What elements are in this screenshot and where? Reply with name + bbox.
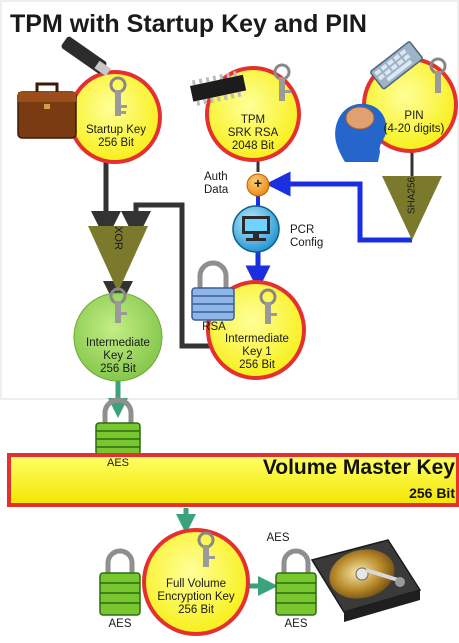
- aes-disk-label: AES: [266, 532, 290, 544]
- tpm-line2: SRK RSA: [227, 127, 279, 139]
- key-icon-fvek: [197, 531, 215, 567]
- pcr-line2: Config: [290, 237, 324, 249]
- volume-master-key-bits: 256 Bit: [409, 485, 455, 501]
- intermediate-key-1-label: Intermediate Key 1 256 Bit: [214, 333, 300, 372]
- pcr-config-label: PCR Config: [290, 224, 340, 250]
- fvek-line1: Full Volume: [165, 578, 227, 590]
- auth-data-line2: Data: [204, 184, 229, 196]
- fvek-line3: 256 Bit: [178, 604, 214, 616]
- rsa-lock-icon: [191, 260, 235, 321]
- key-icon-startup: [109, 76, 127, 116]
- usb-drive-icon: [61, 36, 112, 77]
- pin-line1: PIN: [404, 110, 424, 122]
- auth-data-line1: Auth: [204, 171, 228, 183]
- startup-key-line2: 256 Bit: [98, 137, 134, 149]
- aes-right-label: AES: [284, 618, 308, 630]
- briefcase-icon: [17, 82, 77, 139]
- ik1-line3: 256 Bit: [239, 359, 275, 371]
- tpm-line3: 2048 Bit: [231, 140, 275, 152]
- pin-label: PIN (4-20 digits): [370, 110, 458, 136]
- key-icon-ik1: [259, 288, 277, 324]
- xor-label: XOR: [112, 226, 124, 250]
- intermediate-key-2-circle: [73, 292, 163, 382]
- plus-node: [246, 173, 270, 197]
- fvek-line2: Encryption Key: [157, 591, 235, 603]
- fvek-label: Full Volume Encryption Key 256 Bit: [146, 578, 246, 617]
- ik2-line2: Key 2: [103, 350, 133, 362]
- aes-lock-left-icon: [99, 548, 141, 616]
- intermediate-key-2-label: Intermediate Key 2 256 Bit: [76, 337, 160, 376]
- key-icon-pin: [429, 57, 447, 93]
- fvek-circle: [142, 528, 250, 636]
- sha256-label: SHA256: [406, 176, 418, 215]
- ik2-line1: Intermediate: [86, 337, 150, 349]
- aes-left-label: AES: [108, 618, 132, 630]
- user-head-icon: [335, 103, 387, 162]
- volume-master-key-title: Volume Master Key: [262, 456, 455, 479]
- rsa-lock-label: RSA: [202, 321, 226, 333]
- ik1-line1: Intermediate: [225, 333, 289, 345]
- chip-icon: [190, 71, 247, 106]
- top-panel-border: [0, 0, 459, 400]
- aes-lock-right-icon: [275, 548, 317, 616]
- monitor-icon: [242, 216, 270, 241]
- sha256-triangle: [382, 176, 442, 240]
- key-icon-tpm: [273, 63, 291, 101]
- plus-symbol: +: [253, 175, 263, 191]
- xor-triangle: [88, 226, 148, 292]
- arrow-ik1-to-xor: [121, 202, 214, 349]
- tpm-label: TPM SRK RSA 2048 Bit: [215, 114, 291, 153]
- arrow-sha-to-plus: [265, 171, 412, 243]
- auth-data-label: Auth Data: [204, 171, 244, 197]
- startup-key-label: Startup Key 256 Bit: [78, 124, 154, 150]
- page-title: TPM with Startup Key and PIN: [10, 10, 367, 38]
- startup-key-line1: Startup Key: [85, 124, 147, 136]
- hard-disk-icon: [310, 539, 422, 622]
- keyboard-icon: [370, 41, 423, 90]
- pcr-line1: PCR: [290, 224, 315, 236]
- key-icon-ik2: [109, 287, 127, 323]
- ik1-line2: Key 1: [242, 346, 272, 358]
- tpm-line1: TPM: [240, 114, 266, 126]
- aes-top-label: AES: [106, 457, 129, 469]
- ik2-line3: 256 Bit: [100, 363, 136, 375]
- aes-lock-top-icon: [95, 397, 141, 456]
- pin-line2: (4-20 digits): [383, 123, 445, 135]
- volume-master-key-bar: [7, 453, 459, 507]
